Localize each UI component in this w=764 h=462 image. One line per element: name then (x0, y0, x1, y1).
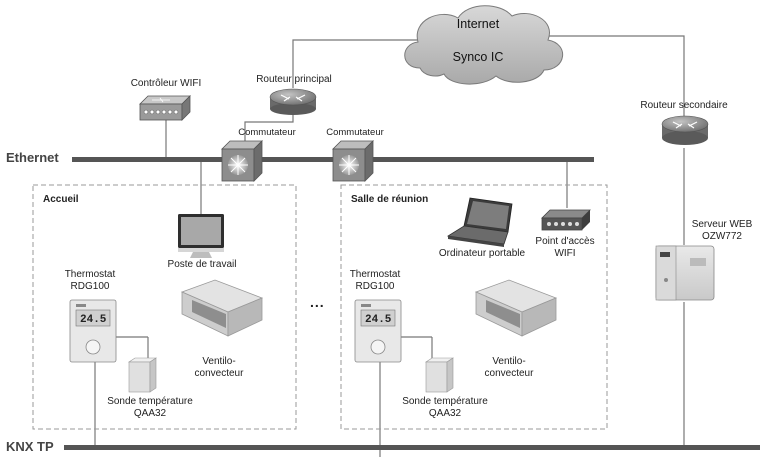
switch-1-label: Commutateur (238, 127, 296, 138)
thermostat-2-icon (354, 299, 402, 363)
fancoil-1-icon (180, 279, 264, 337)
access-point-label-2: WIFI (554, 248, 576, 259)
thermostat-1-label-2: RDG100 (70, 281, 110, 292)
fancoil-1-label-1: Ventilo- (202, 356, 236, 367)
sensor-1-label-1: Sonde température (107, 396, 193, 407)
cloud-subtitle: Synco IC (452, 50, 504, 64)
thermostat-2-label-1: Thermostat (349, 269, 401, 280)
thermostat-1-display: 24.5 (80, 314, 107, 326)
fancoil-2-label-2: convecteur (484, 368, 534, 379)
secondary-router-icon (661, 115, 709, 145)
web-server-label-2: OZW772 (701, 231, 742, 242)
main-router-icon (269, 88, 317, 115)
laptop-label: Ordinateur portable (438, 248, 526, 259)
line-cloud-secondary-router (540, 35, 685, 118)
knx-label: KNX TP (6, 439, 54, 454)
switch-1-icon (221, 140, 263, 182)
temperature-sensor-2-icon (425, 357, 454, 393)
sensor-1-label-2: QAA32 (133, 408, 167, 419)
fancoil-1-label-2: convecteur (194, 368, 244, 379)
thermostat-2-display: 24.5 (365, 314, 392, 326)
zone-accueil (32, 184, 297, 430)
workstation-label: Poste de travail (167, 259, 237, 270)
line-cloud-main-router (292, 39, 430, 88)
access-point-icon (541, 209, 591, 231)
secondary-router-label: Routeur secondaire (640, 100, 728, 111)
zone-reunion-title: Salle de réunion (351, 194, 429, 205)
ethernet-label: Ethernet (6, 150, 59, 165)
sensor-2-label-2: QAA32 (428, 408, 462, 419)
fancoil-2-label-1: Ventilo- (492, 356, 526, 367)
thermostat-2-label-2: RDG100 (355, 281, 395, 292)
workstation-icon (178, 214, 224, 258)
temperature-sensor-1-icon (128, 357, 157, 393)
line-main-router-switch (244, 110, 294, 143)
main-router-label: Routeur principal (256, 74, 332, 85)
laptop-icon (446, 197, 513, 247)
knx-bus (64, 445, 760, 450)
cloud-title: Internet (456, 17, 500, 31)
zone-reunion (340, 184, 608, 430)
web-server-icon (655, 245, 715, 301)
wifi-controller-icon (139, 95, 191, 121)
switch-2-label: Commutateur (326, 127, 384, 138)
internet-cloud (404, 5, 564, 85)
ellipsis: ... (310, 294, 325, 310)
thermostat-1-label-1: Thermostat (64, 269, 116, 280)
wifi-controller-label: Contrôleur WIFI (130, 78, 202, 89)
zone-accueil-title: Accueil (43, 194, 79, 205)
web-server-label-1: Serveur WEB (691, 219, 753, 230)
switch-2-icon (332, 140, 374, 182)
fancoil-2-icon (474, 279, 558, 337)
access-point-label-1: Point d'accès (535, 236, 595, 247)
sensor-2-label-1: Sonde température (402, 396, 488, 407)
thermostat-1-icon (69, 299, 117, 363)
connection-lines (94, 35, 685, 457)
